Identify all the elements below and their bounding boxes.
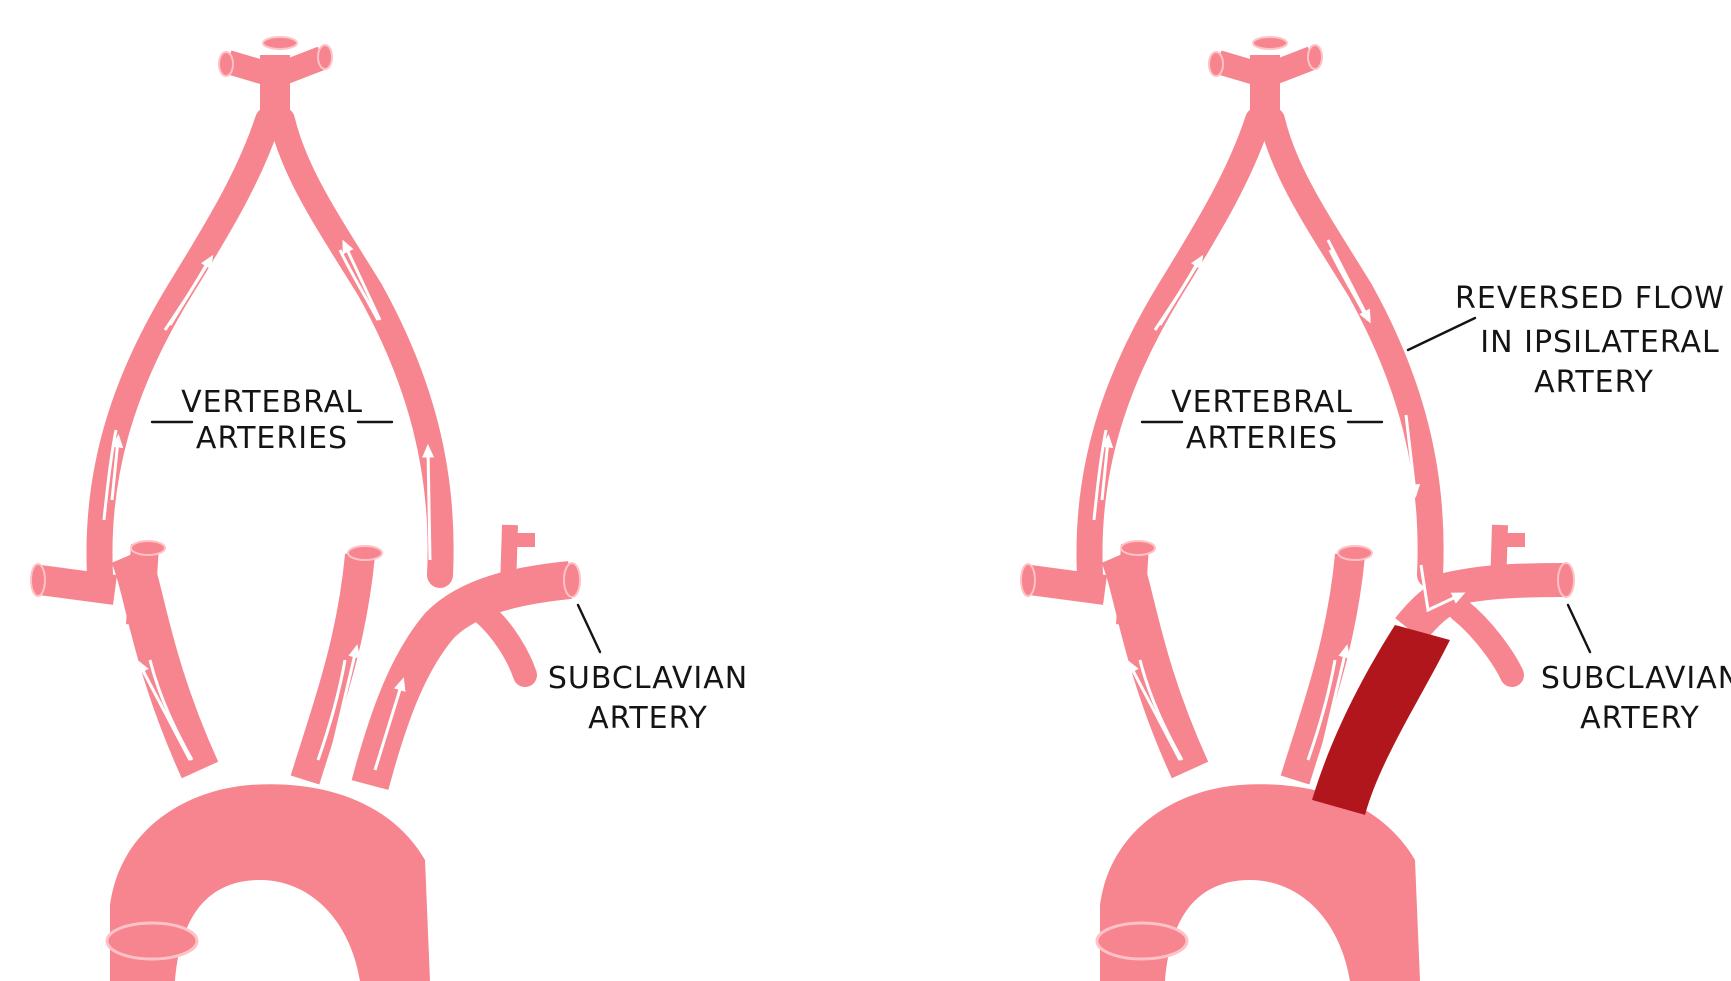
subclavian-label-line1: SUBCLAVIAN: [548, 661, 748, 696]
vertebral-label-line2: ARTERIES: [196, 421, 348, 456]
vertebral-label-line1: VERTEBRAL: [181, 385, 363, 420]
vertebral-label-line2: ARTERIES: [1186, 421, 1338, 456]
panel-subclavian-steal: VERTEBRAL ARTERIES REVERSED FLOW IN IPSI…: [1021, 37, 1731, 981]
reversed-flow-leader: [1408, 318, 1475, 350]
subclavian-label-line2: ARTERY: [1580, 701, 1700, 736]
vertebral-label-line1: VERTEBRAL: [1171, 385, 1353, 420]
panel-normal: VERTEBRAL ARTERIES SUBCLAVIAN ARTERY: [31, 37, 748, 981]
subclavian-leader: [578, 605, 600, 652]
reversed-label-line1: REVERSED FLOW: [1455, 281, 1725, 316]
subclavian-label-line1: SUBCLAVIAN: [1541, 661, 1731, 696]
reversed-label-line3: ARTERY: [1534, 365, 1654, 400]
reversed-label-line2: IN IPSILATERAL: [1480, 325, 1719, 360]
subclavian-label-line2: ARTERY: [588, 701, 708, 736]
subclavian-leader: [1568, 605, 1590, 652]
